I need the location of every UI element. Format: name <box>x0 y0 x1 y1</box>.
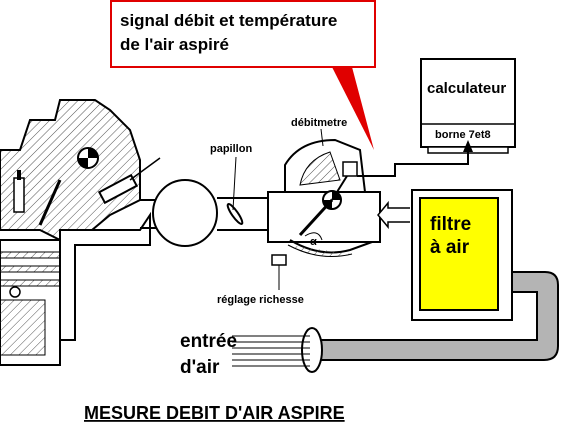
callout-line-2: de l'air aspiré <box>120 35 229 54</box>
terminal-label: borne 7et8 <box>435 129 491 141</box>
intake-label-line-2: d'air <box>180 357 220 378</box>
signal-wire <box>357 140 473 177</box>
intake-label-line-1: entrée <box>180 331 237 352</box>
plenum <box>152 179 218 247</box>
air-filter: filtre à air <box>377 189 513 321</box>
filter-label-line-1: filtre <box>430 214 471 235</box>
calculateur-label: calculateur <box>427 80 506 97</box>
mixture-label: réglage richesse <box>217 294 304 306</box>
airflow-meter: α <box>267 138 381 266</box>
inflow-lines <box>232 335 310 367</box>
callout-line-1: signal débit et température <box>120 11 337 30</box>
leader-lines <box>232 128 324 290</box>
diagram-title: MESURE DEBIT D'AIR ASPIRE <box>84 403 345 423</box>
callout-pointer <box>332 67 374 150</box>
filter-element <box>419 197 499 311</box>
throttle-plate <box>226 203 244 225</box>
duct-mouth <box>301 327 323 373</box>
intake-duct <box>232 271 559 373</box>
filter-label-line-2: à air <box>430 237 470 258</box>
calculateur-unit: calculateur borne 7et8 <box>420 58 516 154</box>
alpha-label: α <box>310 236 317 248</box>
flowmeter-label: débitmetre <box>291 117 347 129</box>
callout-box <box>110 0 376 68</box>
signal-callout: signal débit et température de l'air asp… <box>110 0 376 150</box>
intake-manifold <box>59 179 268 341</box>
engine-block <box>0 99 161 366</box>
throttle-label: papillon <box>210 143 252 155</box>
